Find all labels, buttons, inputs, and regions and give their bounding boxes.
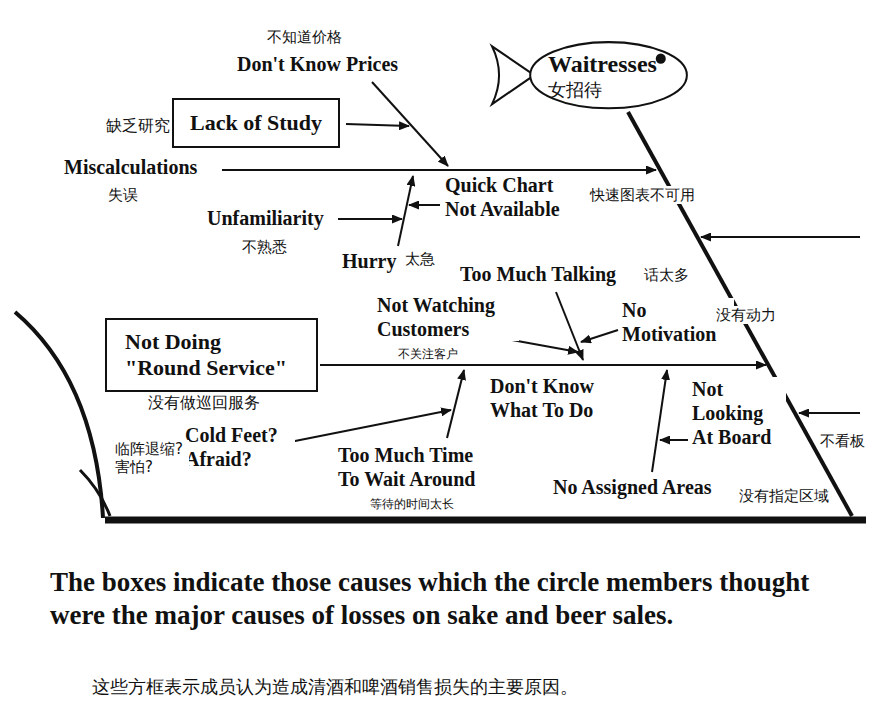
bone-line — [701, 236, 860, 238]
bone-line — [290, 410, 451, 442]
cause-label: Not Looking At Board — [690, 377, 786, 449]
cause-text: Not Doing "Round Service" — [125, 329, 298, 382]
translation-label: 不知道价格 — [265, 28, 344, 46]
bone-line — [320, 364, 766, 366]
bone-line — [409, 204, 440, 206]
translation-label: 没有指定区域 — [737, 487, 831, 505]
tail-curve — [15, 312, 103, 518]
translation-label: 没有动力 — [714, 306, 778, 324]
cause-label: Don't Know What To Do — [488, 374, 617, 422]
cause-text: Lack of Study — [190, 110, 322, 136]
translation-label: 等待的时间太长 — [368, 497, 456, 511]
cause-label: Too Much Talking — [458, 262, 618, 286]
translation-label: 不看板 — [818, 432, 867, 450]
cause-label: Hurry — [340, 249, 398, 273]
cause-label: Miscalculations — [62, 155, 199, 179]
fish-body — [530, 42, 687, 108]
bone-line — [581, 330, 618, 342]
translation-label: 不关注客户 — [396, 347, 460, 361]
base-line — [105, 517, 866, 524]
tail-curve — [80, 470, 110, 516]
cause-translation: 没有做巡回服务 — [148, 393, 260, 414]
cause-box: Lack of Study缺乏研究 — [172, 98, 340, 148]
cause-label: Cold Feet? Afraid? — [183, 423, 295, 471]
cause-label: Not Watching Customers — [375, 293, 519, 341]
bone-line — [447, 370, 464, 438]
cause-box: Not Doing "Round Service"没有做巡回服务 — [105, 318, 318, 392]
translation-label: 快速图表不可用 — [588, 186, 697, 204]
bone-line — [398, 176, 413, 246]
caption: The boxes indicate those causes which th… — [48, 566, 852, 632]
bone-line — [799, 412, 860, 414]
cause-label: Too Much Time To Wait Around — [336, 443, 495, 491]
bone-line — [660, 439, 688, 441]
translation-label: 太急 — [403, 250, 437, 268]
fish-eye — [656, 54, 666, 64]
fish-head: Waitresses女招待 — [488, 38, 689, 110]
bone-line — [346, 124, 409, 126]
bone-line — [372, 82, 448, 166]
cause-label: Quick Chart Not Available — [443, 173, 582, 221]
cause-label: No Assigned Areas — [551, 475, 714, 499]
cause-label: Unfamiliarity — [205, 206, 326, 230]
translation-label: 话太多 — [642, 266, 691, 284]
cause-label: Don't Know Prices — [235, 52, 400, 76]
bone-line — [338, 218, 402, 220]
translation-label: 临阵退缩? 害怕? — [113, 440, 189, 476]
translation-label: 失误 — [106, 186, 140, 204]
bone-line — [512, 340, 578, 352]
fish-tail — [492, 46, 534, 104]
bone-line — [652, 370, 667, 472]
translation-label: 这些方框表示成员认为造成清酒和啤酒销售损失的主要原因。 — [90, 676, 580, 698]
cause-translation: 缺乏研究 — [106, 116, 170, 137]
bone-line — [222, 169, 656, 171]
head-translation: 女招待 — [548, 79, 657, 101]
head-title: Waitresses — [548, 50, 657, 79]
translation-label: 不熟悉 — [240, 238, 289, 256]
